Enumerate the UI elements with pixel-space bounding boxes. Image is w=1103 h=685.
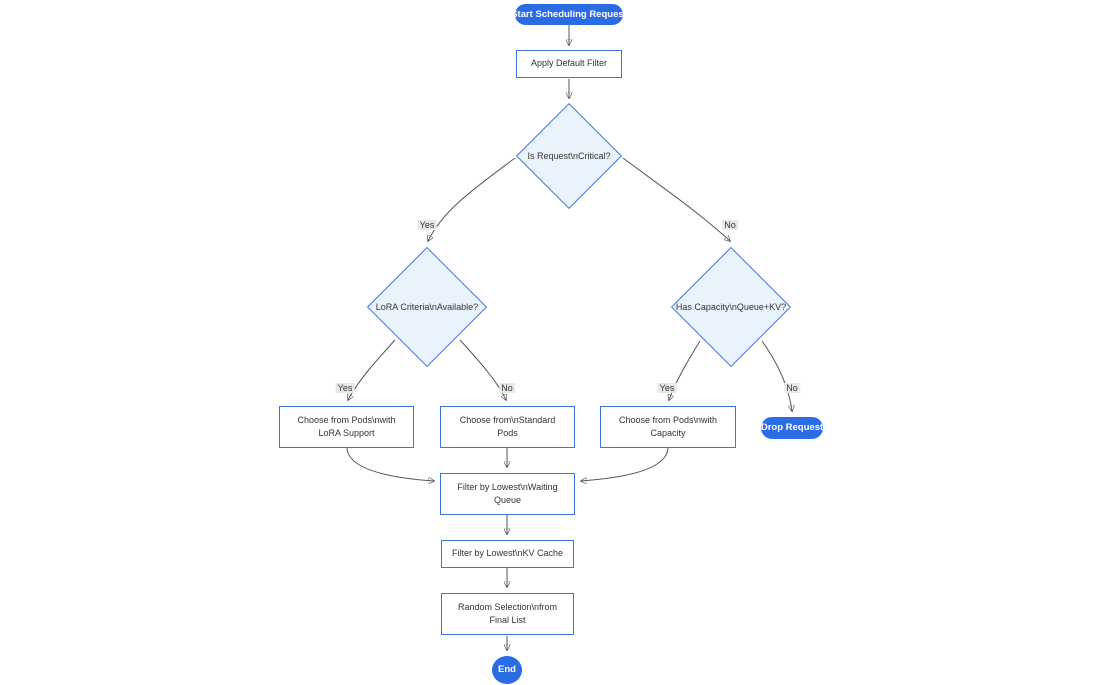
edge-label-yes: Yes xyxy=(417,220,437,230)
edge-lora-yes xyxy=(348,339,396,400)
edge-choose-lora-to-filter-queue xyxy=(346,447,434,481)
edge-is-critical-no xyxy=(622,157,730,241)
node-filter-lowest-kv-cache: Filter by Lowest\nKV Cache xyxy=(441,540,574,568)
node-choose-standard-pods: Choose from\nStandard Pods xyxy=(440,406,575,448)
node-choose-pods-lora-support: Choose from Pods\nwith LoRA Support xyxy=(279,406,414,448)
node-drop-request: Drop Request xyxy=(761,417,823,439)
node-has-capacity-queue-kv: Has Capacity\nQueue+KV? xyxy=(670,246,792,368)
node-label: Choose from\nStandard Pods xyxy=(459,414,556,438)
node-label: Choose from Pods\nwith Capacity xyxy=(618,414,718,438)
node-lora-criteria-available: LoRA Criteria\nAvailable? xyxy=(366,246,488,368)
node-label: Has Capacity\nQueue+KV? xyxy=(675,302,787,312)
node-label: Filter by Lowest\nKV Cache xyxy=(451,548,564,559)
edge-label-yes: Yes xyxy=(335,383,355,393)
edge-choose-capacity-to-filter-queue xyxy=(581,447,669,481)
edge-label-no: No xyxy=(784,383,800,393)
node-apply-default-filter: Apply Default Filter xyxy=(516,50,622,78)
edge-is-critical-yes xyxy=(428,157,516,241)
node-label: Filter by Lowest\nWaiting Queue xyxy=(457,481,558,505)
edge-capacity-yes xyxy=(669,340,701,400)
node-label: Choose from Pods\nwith LoRA Support xyxy=(297,414,396,438)
node-label: Apply Default Filter xyxy=(530,58,608,69)
node-random-selection-final-list: Random Selection\nfrom Final List xyxy=(441,593,574,635)
node-label: Random Selection\nfrom Final List xyxy=(457,601,558,625)
node-filter-lowest-waiting-queue: Filter by Lowest\nWaiting Queue xyxy=(440,473,575,515)
edge-label-no: No xyxy=(722,220,738,230)
edge-lora-no xyxy=(459,339,506,400)
node-is-request-critical: Is Request\nCritical? xyxy=(515,102,623,210)
node-start: Start Scheduling Request xyxy=(511,4,627,25)
node-choose-pods-capacity: Choose from Pods\nwith Capacity xyxy=(600,406,736,448)
edge-label-yes: Yes xyxy=(657,383,677,393)
edge-label-no: No xyxy=(499,383,515,393)
edge-capacity-no xyxy=(761,340,792,411)
node-label: LoRA Criteria\nAvailable? xyxy=(375,302,479,312)
node-label: Is Request\nCritical? xyxy=(527,151,611,161)
node-end: End xyxy=(492,656,522,684)
